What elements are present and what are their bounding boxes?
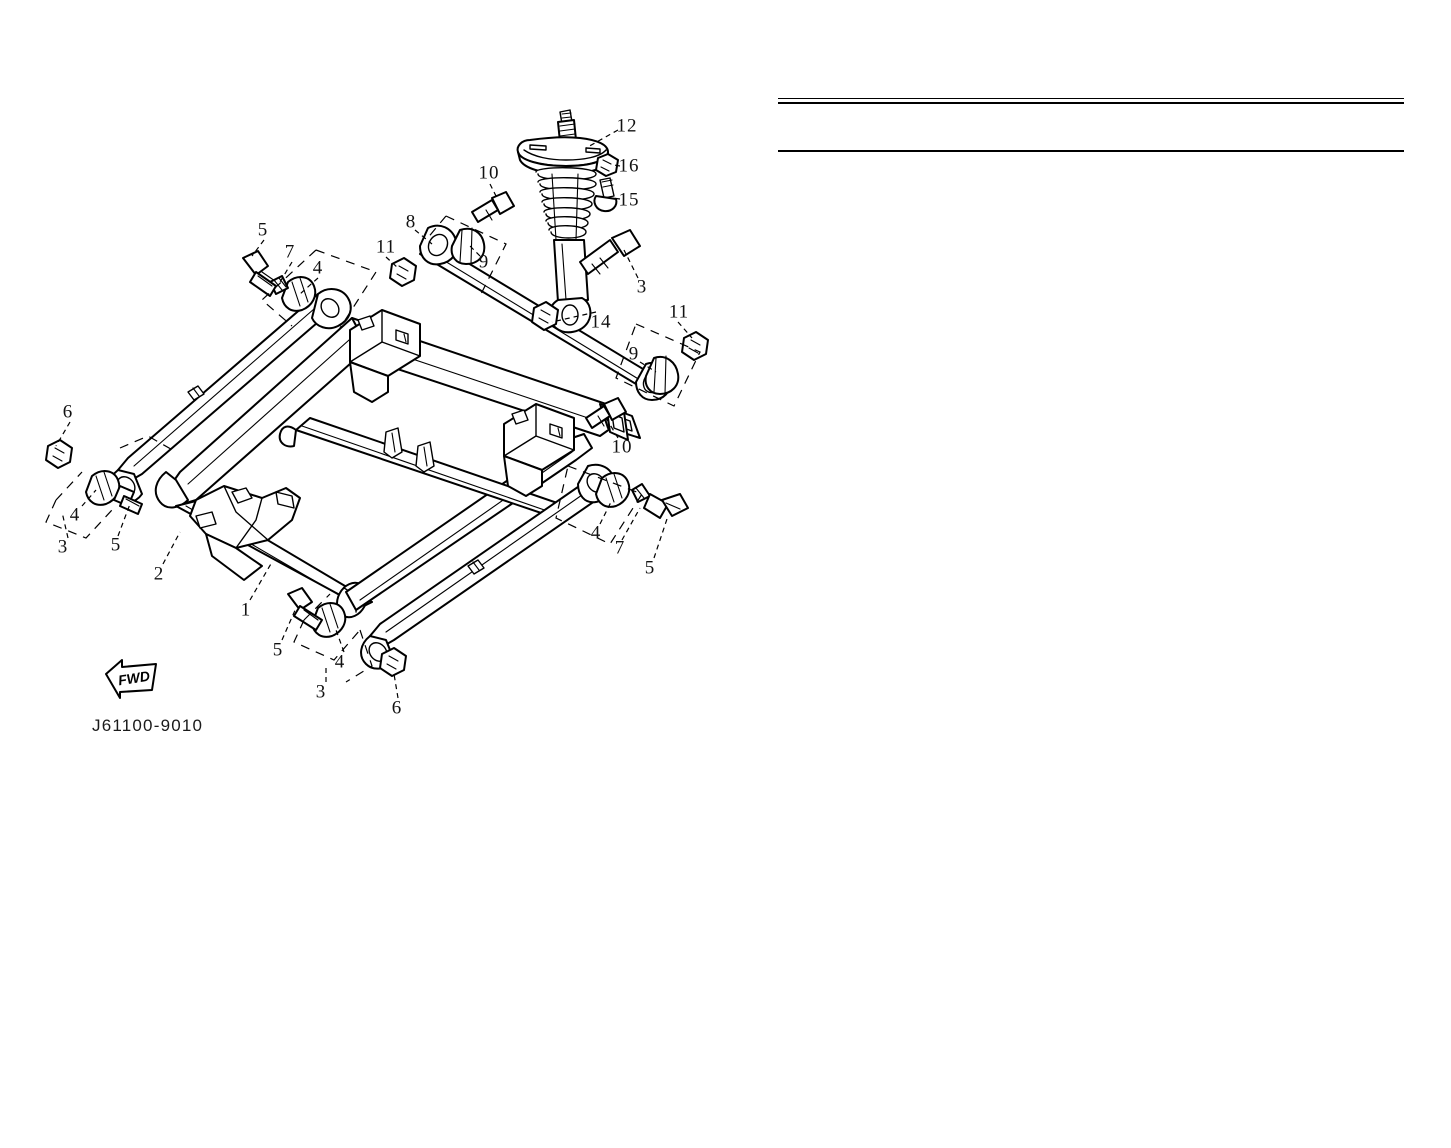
callout-number-3: 3: [315, 681, 327, 703]
lower-left-fasteners: [287, 587, 407, 683]
frame-bracket-right: [503, 403, 575, 497]
parts-table-area: [778, 80, 1404, 170]
callout-number-4: 4: [334, 651, 346, 673]
callout-number-4: 4: [590, 522, 602, 544]
callout-number-7: 7: [284, 241, 296, 263]
callout-number-3: 3: [57, 536, 69, 558]
callout-number-11: 11: [668, 301, 690, 323]
shock-absorber-assembly: [471, 109, 641, 429]
callout-number-2: 2: [153, 563, 165, 585]
callout-number-5: 5: [257, 219, 269, 241]
rule-bottom-1: [778, 150, 1404, 152]
callout-number-15: 15: [618, 189, 640, 211]
callout-number-9: 9: [478, 251, 490, 273]
callout-number-12: 12: [616, 115, 638, 137]
callout-number-11: 11: [375, 236, 397, 258]
exploded-assembly-illustration: .ln{fill:none;stroke:#000;stroke-width:2…: [0, 0, 760, 780]
leader-lines: [55, 129, 693, 699]
callout-number-8: 8: [405, 211, 417, 233]
trailing-arm-lower-right: [360, 463, 689, 670]
part-number-label: J61100-9010: [92, 716, 204, 735]
callout-number-16: 16: [618, 155, 640, 177]
callout-number-6: 6: [62, 401, 74, 423]
callout-number-4: 4: [69, 504, 81, 526]
callout-number-7: 7: [614, 537, 626, 559]
coil-spring: [535, 167, 597, 241]
callout-number-4: 4: [312, 257, 324, 279]
fwd-arrow-marker: [105, 659, 157, 699]
callout-number-3: 3: [636, 276, 648, 298]
frame-bracket-left: [349, 309, 421, 403]
callout-number-5: 5: [272, 639, 284, 661]
callout-number-5: 5: [110, 534, 122, 556]
callout-number-9: 9: [628, 343, 640, 365]
callout-number-10: 10: [478, 162, 500, 184]
callout-number-1: 1: [240, 599, 252, 621]
callout-number-5: 5: [644, 557, 656, 579]
callout-number-14: 14: [590, 311, 612, 333]
assembly-svg: .ln{fill:none;stroke:#000;stroke-width:2…: [45, 109, 709, 699]
trailing-arm-upper-left: [45, 249, 377, 539]
callout-number-6: 6: [391, 697, 403, 719]
rule-top-1: [778, 98, 1404, 99]
callout-number-10: 10: [611, 436, 633, 458]
swingarm-frame: [154, 309, 641, 619]
rule-top-2: [778, 102, 1404, 104]
